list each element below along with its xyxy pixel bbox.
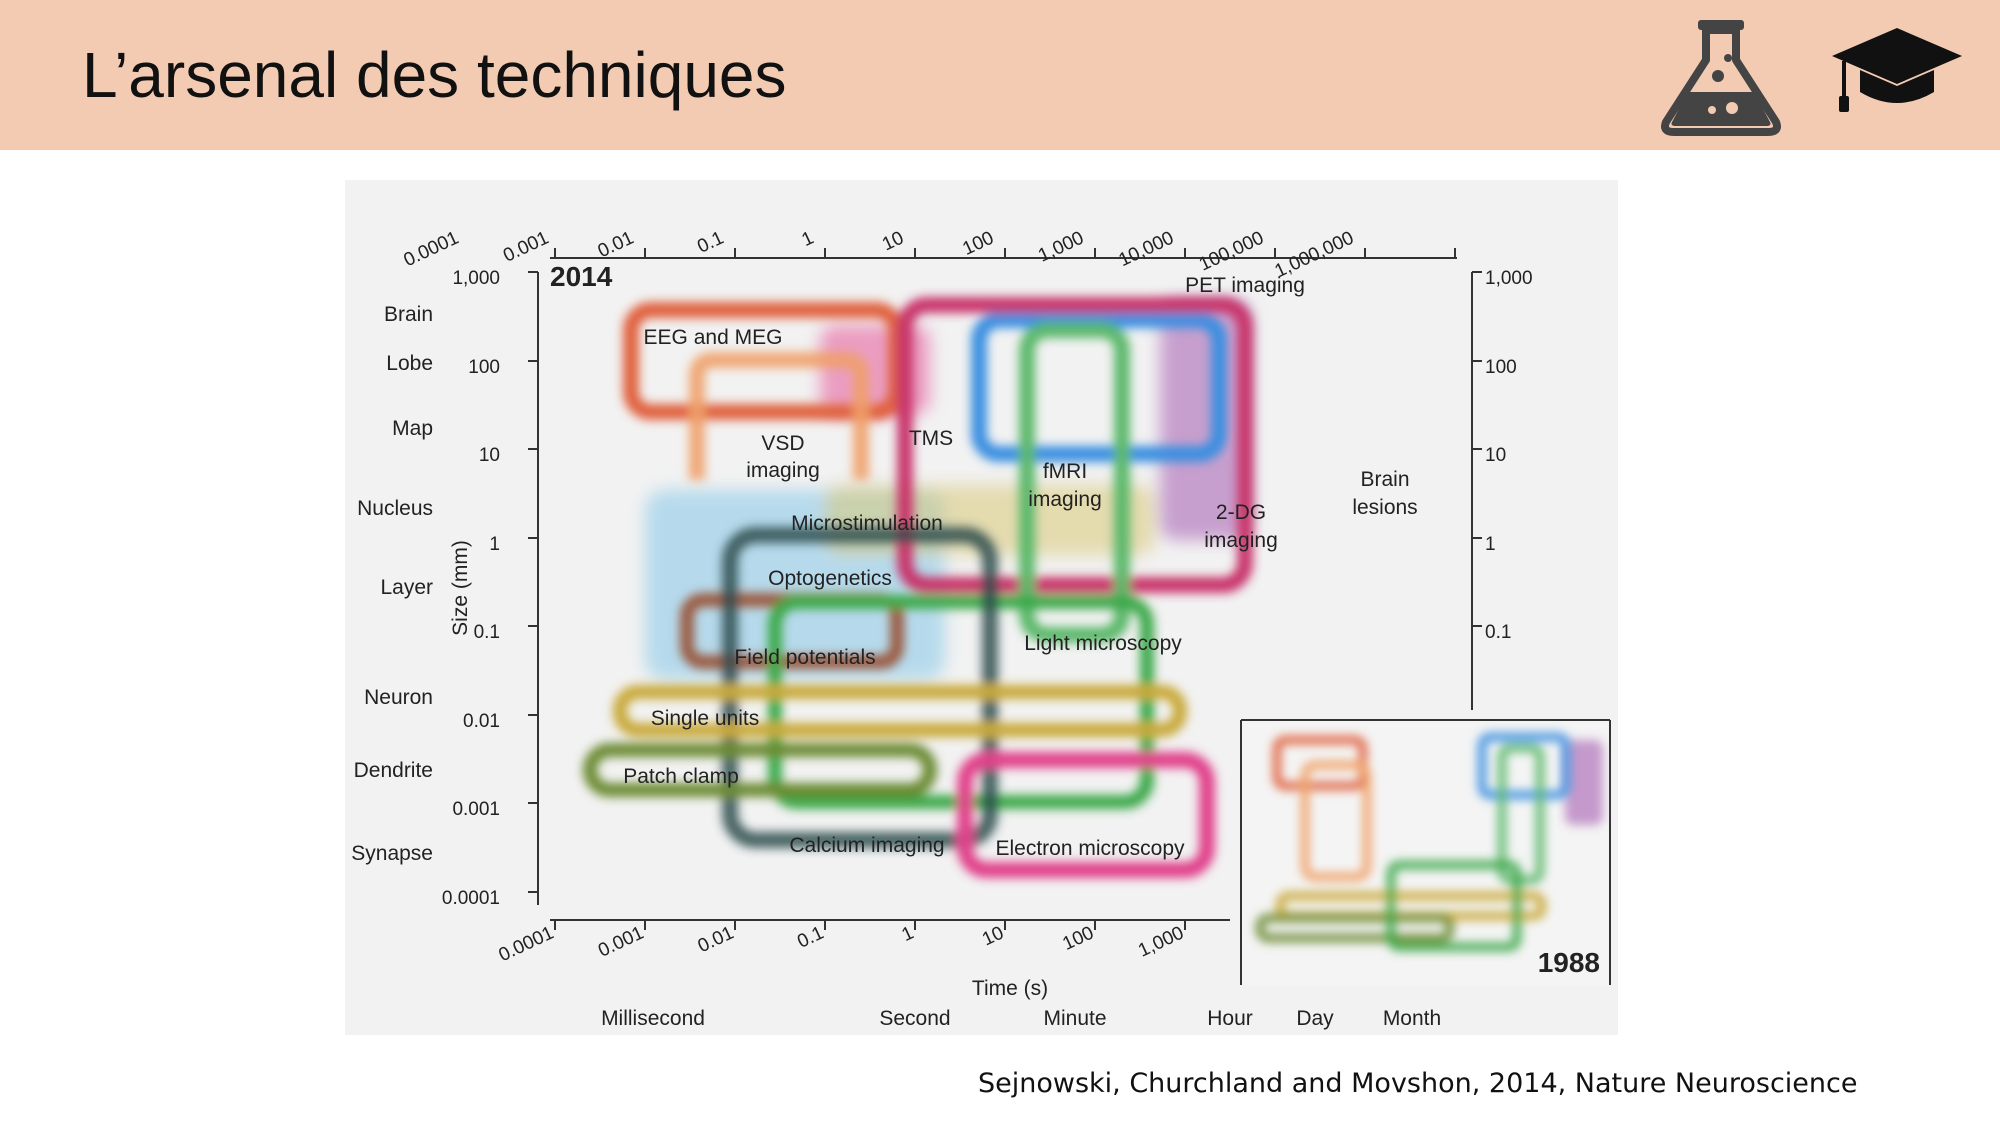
y-tick-label: 10 xyxy=(479,445,500,466)
y-tick-label: 0.1 xyxy=(474,622,500,643)
x-top-tick-label: 1,000 xyxy=(1035,227,1087,266)
inset-vsd xyxy=(1301,761,1371,881)
slide-title: L’arsenal des techniques xyxy=(82,39,787,111)
y-right-tick-label: 1,000 xyxy=(1485,268,1533,289)
time-scale-label: Minute xyxy=(1043,1007,1106,1030)
y-right-tick-label: 1 xyxy=(1485,534,1496,555)
fmri-outline xyxy=(897,297,1253,593)
time-scale-label: Hour xyxy=(1207,1007,1253,1030)
x-top-tick-label: 100 xyxy=(960,227,998,259)
vsd-outline xyxy=(689,352,869,480)
time-scale-label: Millisecond xyxy=(601,1007,705,1030)
y-tick-label: 100 xyxy=(468,357,500,378)
x-top-tick-label: 10,000 xyxy=(1116,227,1178,271)
y-right-tick-label: 0.1 xyxy=(1485,622,1511,643)
size-scale-label: Synapse xyxy=(351,842,433,865)
technique-label-electron-microscopy: Electron microscopy xyxy=(995,837,1185,860)
size-scale-label: Layer xyxy=(380,576,433,599)
x-top-tick-label: 0.0001 xyxy=(401,227,463,271)
technique-label-fmri: imaging xyxy=(1028,488,1102,511)
inset-patch-clamp xyxy=(1256,914,1454,942)
technique-label-tms: TMS xyxy=(909,427,953,450)
pet-outline xyxy=(971,312,1227,462)
inset-brain-lesions xyxy=(1565,740,1603,825)
time-scale-label: Second xyxy=(879,1007,950,1030)
size-scale-label: Brain xyxy=(384,303,433,326)
x-bottom-tick-label: 0.0001 xyxy=(496,922,558,966)
y-right-tick-label: 10 xyxy=(1485,445,1506,466)
x-bottom-tick-label: 0.01 xyxy=(695,922,737,957)
technique-label-field-potentials: Field potentials xyxy=(734,646,875,669)
technique-label-single-units: Single units xyxy=(651,707,760,730)
y-axis xyxy=(528,271,539,905)
inset-pet xyxy=(1478,733,1570,799)
size-scale-label: Dendrite xyxy=(354,759,433,782)
y-axis-right xyxy=(1471,271,1482,710)
technique-label-pet: PET imaging xyxy=(1185,274,1305,297)
brain-lesions-region xyxy=(1160,300,1250,540)
technique-label-brain-lesions: lesions xyxy=(1352,496,1417,519)
year-label-inset: 1988 xyxy=(1538,947,1600,978)
y-tick-label: 0.001 xyxy=(452,799,500,820)
eeg-meg-outline xyxy=(623,302,904,420)
size-scale-label: Map xyxy=(392,417,433,440)
technique-label-optogenetics: Optogenetics xyxy=(768,567,892,590)
year-label-main: 2014 xyxy=(550,261,613,292)
y-tick-label: 0.01 xyxy=(463,711,500,732)
technique-label-light-microscopy: Light microscopy xyxy=(1024,632,1182,655)
inset-1988: 1988 xyxy=(1240,719,1611,985)
inset-light-microscopy xyxy=(1387,861,1521,951)
technique-label-calcium-imaging: Calcium imaging xyxy=(789,834,944,857)
x-top-tick-label: 0.01 xyxy=(595,227,637,262)
electron-microscopy-outline xyxy=(957,752,1215,878)
y-tick-label: 0.0001 xyxy=(442,888,500,909)
time-scale-label: Day xyxy=(1296,1007,1334,1030)
patch-clamp-outline xyxy=(583,743,937,797)
size-scale-label: Nucleus xyxy=(357,497,433,520)
technique-label-vsd: imaging xyxy=(746,459,820,482)
x-top-tick-label: 0.1 xyxy=(694,227,727,257)
y-tick-label: 1,000 xyxy=(452,268,500,289)
technique-label-patch-clamp: Patch clamp xyxy=(623,765,739,788)
x-top-tick-label: 100,000 xyxy=(1196,227,1267,275)
y-tick-label: 1 xyxy=(489,534,500,555)
size-scale-label: Neuron xyxy=(364,686,433,709)
technique-outlines xyxy=(583,297,1253,878)
x-bottom-tick-label: 0.1 xyxy=(794,922,827,952)
technique-label-brain-lesions: Brain xyxy=(1360,468,1409,491)
technique-scale-figure: 1,000 100 10 1 0.1 0.01 0.001 0.0001 1,0… xyxy=(345,180,1618,1035)
flask-icon xyxy=(1660,18,1782,141)
technique-label-microstimulation: Microstimulation xyxy=(791,512,943,535)
x-top-tick-label: 10 xyxy=(879,227,907,255)
x-axis-bottom xyxy=(550,919,1230,930)
technique-label-eeg-meg: EEG and MEG xyxy=(644,326,783,349)
x-axis-label: Time (s) xyxy=(972,977,1048,1000)
citation: Sejnowski, Churchland and Movshon, 2014,… xyxy=(978,1068,1858,1099)
x-top-tick-label: 0.001 xyxy=(500,227,552,266)
x-bottom-tick-label: 100 xyxy=(1060,922,1098,954)
single-units-outline xyxy=(613,685,1187,737)
technique-label-fmri: fMRI xyxy=(1043,460,1087,483)
2dg-outline xyxy=(1019,322,1130,643)
x-bottom-tick-label: 0.001 xyxy=(595,922,647,961)
x-bottom-tick-label: 10 xyxy=(979,922,1007,950)
x-top-tick-label: 1 xyxy=(799,227,817,251)
time-scale-label: Month xyxy=(1383,1007,1441,1030)
x-axis-top xyxy=(550,248,1457,259)
y-right-tick-label: 100 xyxy=(1485,357,1517,378)
y-axis-label: Size (mm) xyxy=(449,540,472,636)
technique-label-2dg: imaging xyxy=(1204,529,1278,552)
technique-label-vsd: VSD xyxy=(761,432,804,455)
size-scale-label: Lobe xyxy=(386,352,433,375)
graduation-cap-icon xyxy=(1830,26,1964,121)
tms-region xyxy=(820,325,930,415)
x-bottom-tick-label: 1,000 xyxy=(1135,922,1187,961)
technique-label-2dg: 2-DG xyxy=(1216,501,1266,524)
